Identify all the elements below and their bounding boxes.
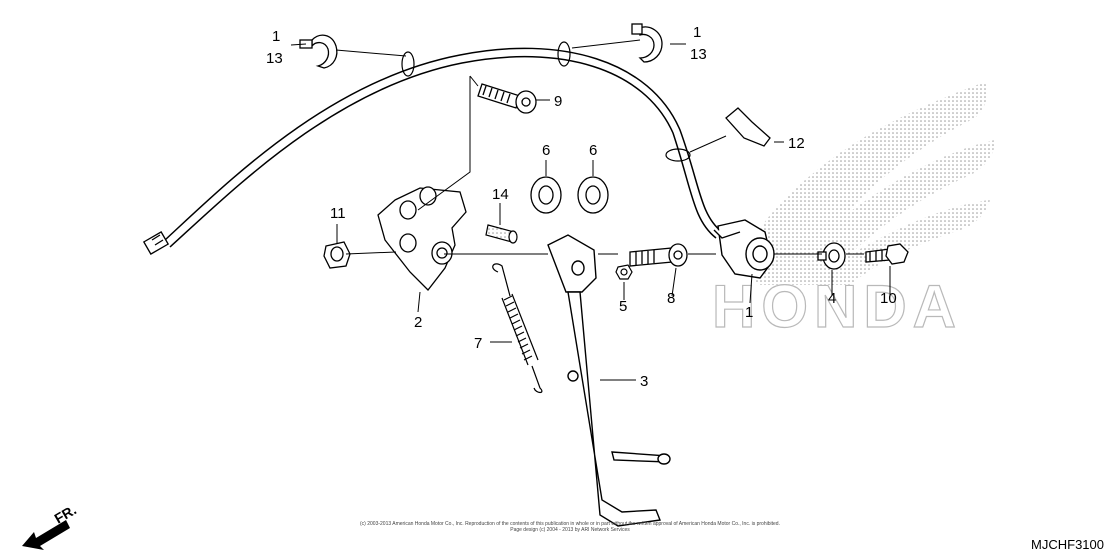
callout-1: 1 [745,304,753,321]
cable-clamp-right [631,23,663,63]
cable-clamp-left [299,34,338,69]
callout-5: 5 [619,298,627,315]
callout-4: 4 [828,290,836,307]
side-stand [547,234,671,527]
callout-11: 11 [330,205,346,222]
callout-8: 8 [667,290,675,307]
callout-6: 6 [589,142,597,159]
washer-6-right [577,176,609,214]
diagram-code: MJCHF3100 [1031,537,1104,552]
callout-13: 13 [690,46,707,63]
side-stand-bracket [377,186,467,291]
callout-14: 14 [492,186,509,203]
copyright-line-2: Page design (c) 2004 - 2013 by ARI Netwo… [510,527,630,533]
cable-clip-12 [725,107,771,147]
bolt-9 [477,83,537,114]
pivot-bolt-8 [629,243,688,267]
side-stand-switch [713,219,775,279]
copyright-notice: (c) 2003-2013 American Honda Motor Co., … [310,521,830,533]
honda-wing-watermark [735,82,995,285]
bolt-4 [817,242,846,270]
callout-9: 9 [554,93,562,110]
callouts: 1 13 1 13 9 12 6 6 14 11 2 7 5 8 1 4 10 … [266,24,897,390]
callout-2: 2 [414,314,422,331]
callout-1: 1 [693,24,701,41]
front-direction-arrow: FR. [22,501,79,550]
callout-10: 10 [880,290,897,307]
callout-13: 13 [266,50,283,67]
screw-10 [865,243,909,265]
washer-6-left [530,176,562,214]
callout-1: 1 [272,28,280,45]
nut-11 [323,241,351,269]
cable-band-loops [401,41,691,162]
callout-6: 6 [542,142,550,159]
copyright-line-1: (c) 2003-2013 American Honda Motor Co., … [360,521,780,527]
nut-5 [615,264,633,280]
front-label: FR. [52,501,80,526]
switch-cable [164,47,723,248]
cable-connector [142,231,170,255]
callout-7: 7 [474,335,482,352]
honda-wordmark-watermark: HONDA [712,273,962,340]
collar-14 [485,224,518,244]
callout-12: 12 [788,135,805,152]
stand-spring-7 [492,263,543,394]
callout-3: 3 [640,373,648,390]
leader-lines [290,39,891,381]
